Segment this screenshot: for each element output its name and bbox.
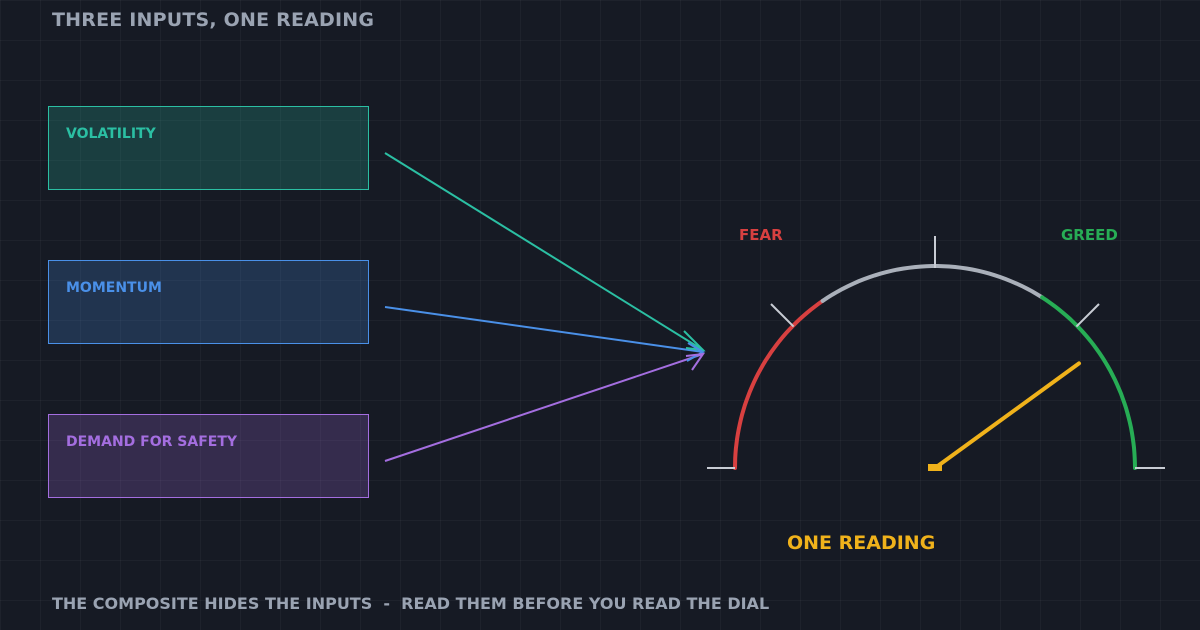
arrow-momentum (384, 306, 704, 353)
arrowhead-volatility (683, 330, 706, 352)
arrowhead-demand-for-safety (685, 352, 706, 371)
input-label-volatility: VOLATILITY (66, 126, 156, 142)
gauge-needle-hub (928, 464, 942, 471)
gauge-tick-25 (770, 303, 795, 328)
gauge-label-fear: FEAR (739, 226, 783, 244)
gauge (707, 236, 1165, 471)
arrowhead-momentum (686, 342, 705, 362)
input-label-momentum: MOMENTUM (66, 280, 162, 296)
input-box-momentum: MOMENTUM (48, 260, 369, 344)
footer-caption: THE COMPOSITE HIDES THE INPUTS - READ TH… (52, 594, 770, 613)
gauge-needle (933, 361, 1081, 470)
input-label-demand-for-safety: DEMAND FOR SAFETY (66, 434, 238, 450)
gauge-label-greed: GREED (1061, 226, 1118, 244)
input-box-volatility: VOLATILITY (48, 106, 369, 190)
gauge-arc-fear (733, 298, 825, 470)
arrow-volatility (384, 152, 704, 351)
gauge-arc-neutral (820, 264, 1045, 303)
page-title: THREE INPUTS, ONE READING (52, 9, 375, 31)
input-box-demand-for-safety: DEMAND FOR SAFETY (48, 414, 369, 498)
gauge-ticks (707, 236, 1165, 469)
gauge-tick-75 (1075, 303, 1100, 328)
arrow-demand-for-safety (384, 353, 704, 462)
gauge-arc-greed (1040, 295, 1137, 470)
gauge-reading-label: ONE READING (787, 532, 936, 554)
